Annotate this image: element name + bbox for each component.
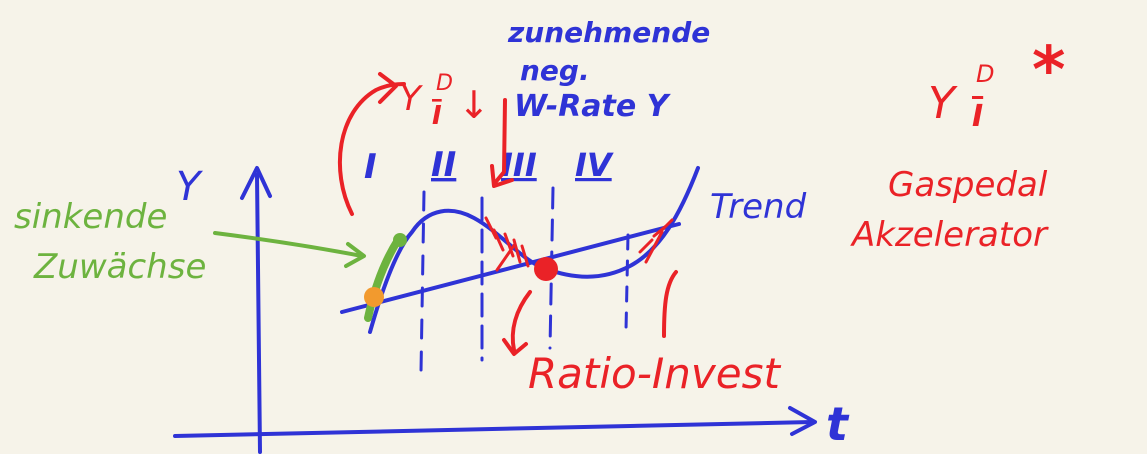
phase-label-4: IV [575, 146, 614, 184]
red-bracket-arrow-head [490, 164, 514, 188]
ratio-arrow-right [662, 270, 678, 338]
red-hatch-phase3 [484, 216, 530, 272]
trend-label: Trend [710, 187, 807, 227]
green-pointer-arrowhead [344, 242, 366, 268]
orange-point [364, 287, 384, 307]
x-axis [173, 420, 814, 438]
y-axis-arrowhead [240, 166, 272, 200]
red-bracket-arrow [492, 98, 507, 186]
phase-divider-4 [624, 233, 630, 332]
phase-label-1: I [364, 147, 377, 187]
green-point [393, 233, 407, 247]
right-formula-star: * [1032, 34, 1065, 108]
formula-top-sup: D [436, 71, 453, 96]
green-pointer-arrow [213, 231, 364, 258]
x-axis-arrowhead [788, 406, 817, 436]
blue-note-line1: zunehmende [507, 16, 710, 49]
right-formula-sup: D [976, 60, 994, 88]
formula-top-sub: I [432, 101, 442, 131]
phase-label-3: III [501, 146, 537, 184]
cycle-curve [368, 166, 700, 334]
red-hatch-end [638, 218, 674, 264]
green-curve-segment [364, 236, 402, 322]
red-curved-arrow-head [378, 72, 398, 104]
blue-note-line2: neg. [520, 54, 590, 87]
right-formula-sub: I [972, 99, 983, 134]
green-note-line1: sinkende [14, 197, 167, 237]
right-note-line1: Gaspedal [888, 165, 1048, 205]
ratio-invest-label: Ratio-Invest [528, 349, 781, 398]
phase-label-2: II [431, 145, 456, 185]
right-note-line2: Akzelerator [850, 215, 1049, 255]
formula-top-arrow: ↓ [458, 83, 490, 127]
red-intersection-point [534, 257, 558, 281]
formula-top-base: Y [400, 79, 423, 119]
ratio-arrow-left [510, 290, 532, 352]
y-axis-label: Y [176, 164, 204, 210]
green-note-line2: Zuwächse [33, 247, 206, 287]
ratio-arrow-left-head [502, 338, 528, 356]
trend-line [340, 222, 681, 314]
y-axis [255, 173, 262, 454]
blue-note-line3: W-Rate Y [514, 89, 672, 124]
x-axis-label: t [826, 397, 850, 451]
right-formula-base: Y [928, 78, 958, 129]
